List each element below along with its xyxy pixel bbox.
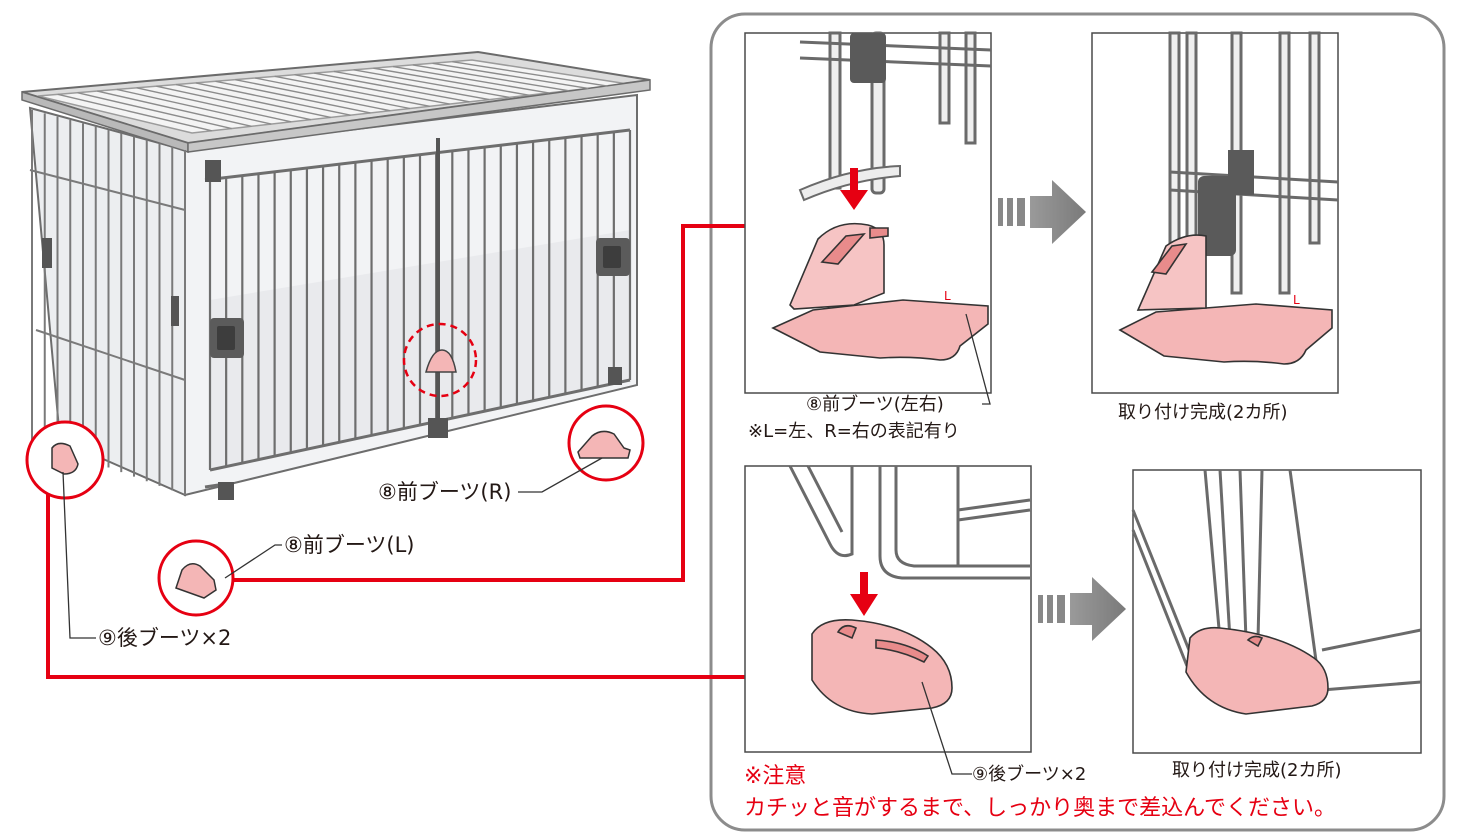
leader-rear-boot-panel (921, 681, 972, 775)
connector-rear-boot (46, 475, 745, 679)
svg-text:L: L (944, 289, 951, 303)
cage-illustration (21, 50, 651, 500)
label-front-boot-r: ⑧前ブーツ(R) (378, 480, 512, 504)
panel-rear-boot-done (1131, 469, 1422, 754)
leader-lines (62, 457, 603, 639)
label-rear-boot-x2: ⑨後ブーツ×2 (98, 626, 232, 650)
label-front-boot-l: ⑧前ブーツ(L) (284, 533, 415, 557)
panel-front-boot-before: L (744, 31, 992, 394)
connector-lines (46, 224, 745, 679)
progress-arrow-bottom (1038, 577, 1126, 641)
svg-text:L: L (1293, 293, 1300, 307)
label-lr-note: ※L=左、R=右の表記有り (748, 421, 960, 442)
panel-front-boot-done: L (1091, 31, 1339, 394)
center-boot-highlight (402, 322, 478, 398)
label-done-top: 取り付け完成(2カ所) (1118, 402, 1288, 423)
label-done-bottom: 取り付け完成(2カ所) (1172, 760, 1342, 781)
leader-front-boot-lr (965, 313, 991, 405)
caution-title: ※注意 (744, 764, 807, 789)
panel-rear-boot-before (744, 465, 1032, 753)
connector-front-boot (232, 224, 745, 582)
boot-callout-front-l (157, 539, 235, 617)
progress-arrow-top (998, 180, 1086, 244)
detail-panel-frame (709, 12, 1446, 832)
label-rear-boot-panel: ⑨後ブーツ×2 (972, 764, 1087, 785)
boot-callout-front-r (567, 404, 645, 482)
label-front-boot-lr: ⑧前ブーツ(左右) (806, 394, 944, 415)
caution-text: カチッと音がするまで、しっかり奥まで差込んでください。 (744, 796, 1337, 821)
boot-callout-rear (25, 420, 105, 500)
